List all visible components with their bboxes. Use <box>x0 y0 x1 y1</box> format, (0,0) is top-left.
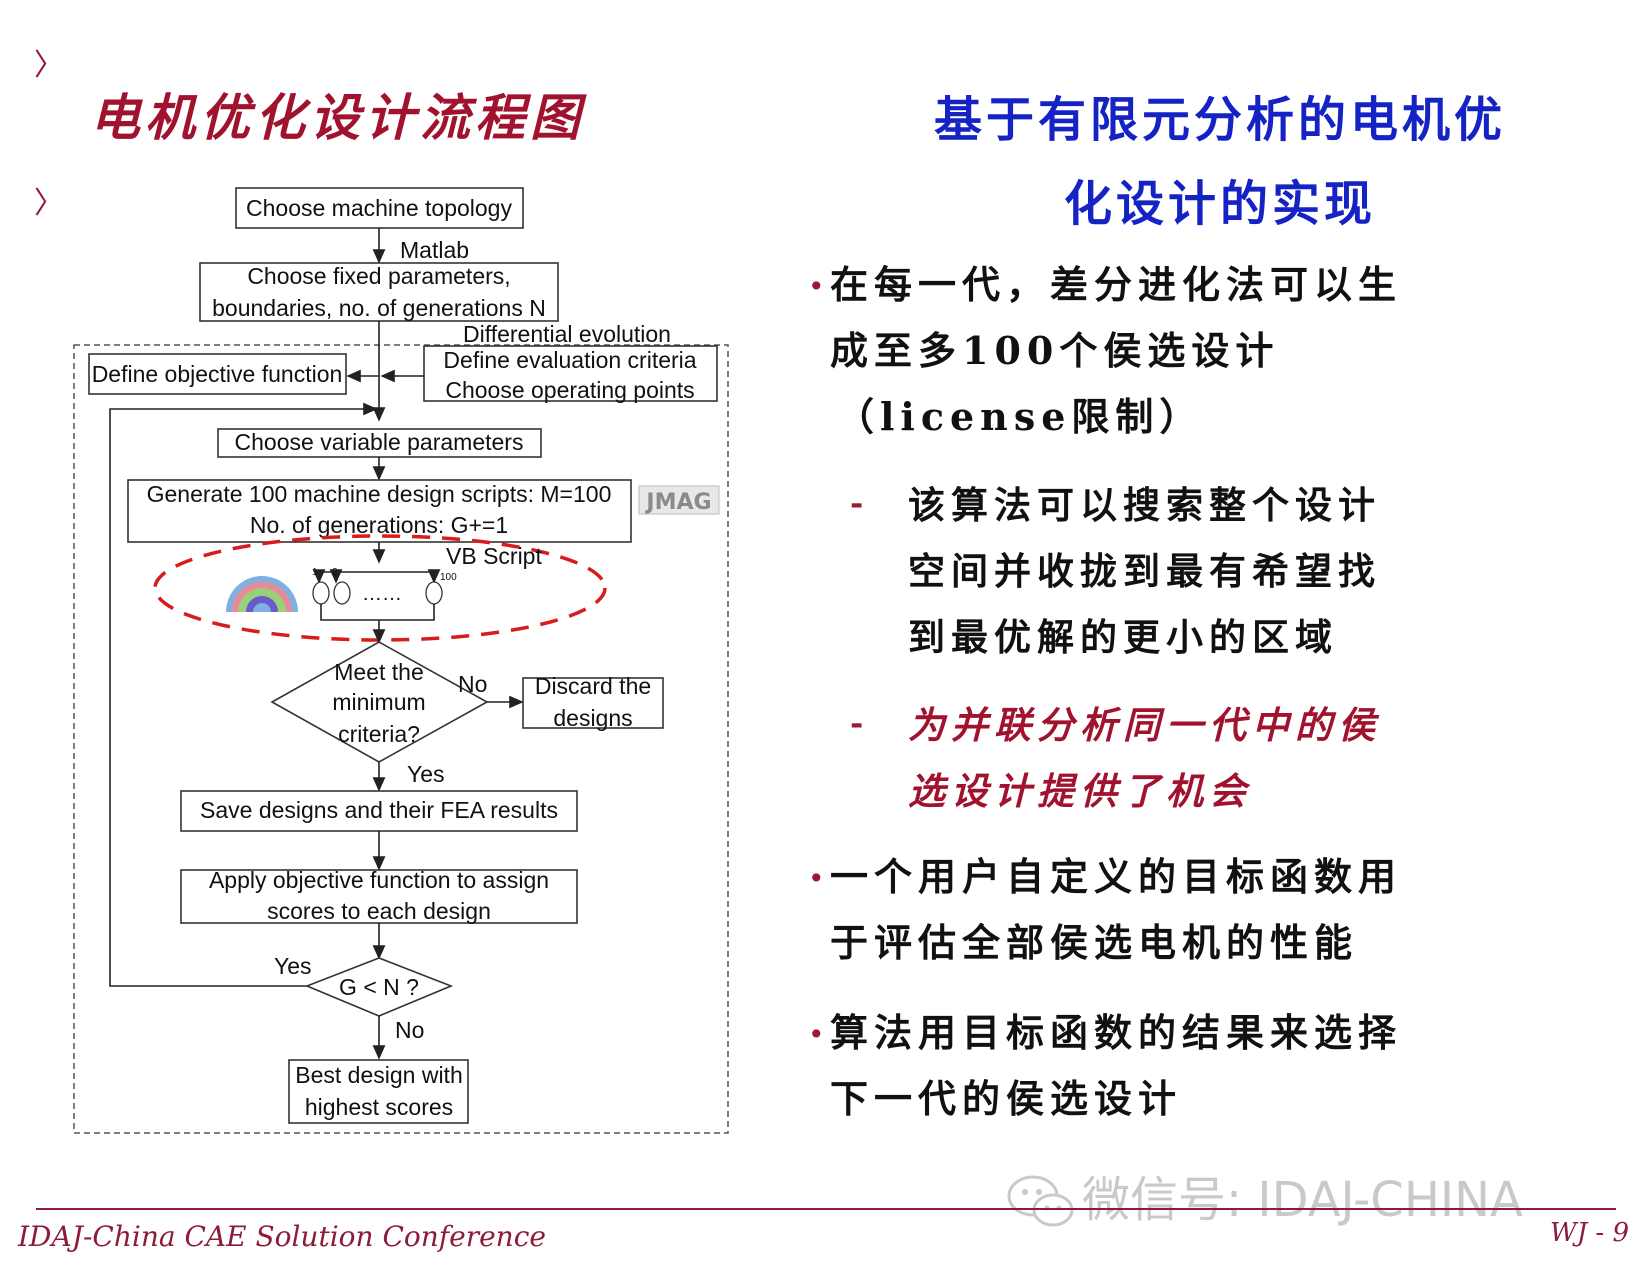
decision-line-1: Meet the <box>334 659 424 685</box>
discard-line-2: designs <box>553 705 632 731</box>
apply-objective-line-1: Apply objective function to assign <box>209 867 549 893</box>
sub-1-marker: - <box>850 484 864 522</box>
bullet-3-line-2: 下一代的侯选设计 <box>830 1076 1183 1121</box>
save-results-box <box>180 790 578 832</box>
optimization-loop-frame <box>73 344 729 1134</box>
variable-parameters-label: Choose variable parameters <box>235 429 524 455</box>
apply-objective-line-2: scores to each design <box>267 898 491 924</box>
right-title-line-2: 化设计的实现 <box>1063 176 1376 232</box>
sub-1-line-1: 该算法可以搜索整个设计 <box>908 483 1381 527</box>
sub-2-text: 为并联分析同一代中的侯 选设计提供了机会 <box>908 692 1381 824</box>
script-1-label: 1 <box>312 567 318 578</box>
script-1-node <box>312 581 330 605</box>
decision-line-2: minimum <box>332 689 425 715</box>
fixed-parameters-box <box>199 262 559 322</box>
matlab-label: Matlab <box>400 237 469 263</box>
motor-cross-section-icon <box>226 576 298 612</box>
jmag-logo-text: JMAG <box>644 490 711 515</box>
best-design-line-1: Best design with <box>295 1062 462 1088</box>
script-100-label: 100 <box>440 572 457 583</box>
discard-designs-box <box>522 677 664 729</box>
sub-1-text: 该算法可以搜索整个设计 空间并收拢到最有希望找 到最优解的更小的区域 <box>908 472 1381 670</box>
topology-label: Choose machine topology <box>246 195 512 221</box>
footer-page-number: WJ - 9 <box>1549 1218 1629 1248</box>
optimization-flowchart: Choose machine topology Matlab Choose fi… <box>73 187 729 1134</box>
loop-yes-label: Yes <box>274 953 312 979</box>
bullet-1-marker: • <box>808 270 825 303</box>
discard-line-1: Discard the <box>535 673 651 699</box>
footer-divider <box>36 1208 1616 1210</box>
objective-function-label: Define objective function <box>92 361 343 387</box>
bullet-3-marker: • <box>808 1018 825 1051</box>
loop-no-label: No <box>395 1017 424 1043</box>
save-results-label: Save designs and their FEA results <box>200 797 558 823</box>
right-slide-title: 基于有限元分析的电机优 化设计的实现 <box>820 78 1620 246</box>
generate-scripts-box <box>127 479 632 543</box>
jmag-logo <box>638 485 720 515</box>
watermark-text: 微信号: IDAJ-CHINA <box>1082 1172 1523 1228</box>
generate-scripts-line-1: Generate 100 machine design scripts: M=1… <box>147 481 612 507</box>
corner-mark-middle: 〉 <box>34 186 64 221</box>
left-slide-title: 电机优化设计流程图 <box>90 88 585 147</box>
wechat-icon <box>1007 1175 1074 1227</box>
topology-box <box>235 187 524 229</box>
right-title-line-1: 基于有限元分析的电机优 <box>933 92 1506 148</box>
evaluation-criteria-box <box>423 345 718 402</box>
evaluation-criteria-line-1: Define evaluation criteria <box>443 347 696 373</box>
sub-1-line-3: 到最优解的更小的区域 <box>908 615 1338 659</box>
bullet-1-line-1: 在每一代，差分进化法可以生 <box>830 262 1403 307</box>
footer-conference-name: IDAJ-China CAE Solution Conference <box>18 1220 546 1253</box>
apply-objective-box <box>180 869 578 924</box>
fixed-parameters-line-1: Choose fixed parameters, <box>247 263 510 289</box>
bullet-1-text: 在每一代，差分进化法可以生 成至多100个侯选设计 （license限制） <box>830 252 1402 450</box>
vb-script-label: VB Script <box>446 543 542 569</box>
best-design-box <box>288 1059 469 1124</box>
sub-1-line-2: 空间并收拢到最有希望找 <box>908 549 1381 593</box>
generation-check-label: G < N ? <box>339 974 419 1000</box>
script-ellipsis: …… <box>362 583 402 605</box>
no-branch-label: No <box>458 671 487 697</box>
bullet-3-text: 算法用目标函数的结果来选择 下一代的侯选设计 <box>830 1000 1402 1132</box>
script-2-label: 2 <box>332 567 338 578</box>
bullet-2-text: 一个用户自定义的目标函数用 于评估全部侯选电机的性能 <box>830 844 1402 976</box>
variable-parameters-box <box>217 428 542 458</box>
bullet-3-line-1: 算法用目标函数的结果来选择 <box>830 1010 1403 1055</box>
bullet-1-line-2: 成至多100个侯选设计 <box>830 328 1280 373</box>
sub-2-marker: - <box>850 704 864 742</box>
corner-mark-top: 〉 <box>34 48 64 83</box>
loop-back-arrow <box>109 402 378 987</box>
generate-scripts-line-2: No. of generations: G+=1 <box>250 512 508 538</box>
objective-function-box <box>88 353 347 395</box>
yes-branch-label: Yes <box>407 761 445 787</box>
fixed-parameters-line-2: boundaries, no. of generations N <box>212 295 546 321</box>
script-100-node <box>425 581 443 605</box>
evaluation-criteria-line-2: Choose operating points <box>445 377 694 403</box>
bullet-1-line-3: （license限制） <box>836 394 1204 439</box>
sub-2-line-1: 为并联分析同一代中的侯 <box>908 703 1381 747</box>
differential-evolution-label: Differential evolution <box>463 321 671 347</box>
decision-line-3: criteria? <box>338 721 420 747</box>
parallel-analysis-highlight <box>153 534 607 642</box>
bullet-2-line-2: 于评估全部侯选电机的性能 <box>830 920 1359 965</box>
script-2-node <box>333 581 351 605</box>
bullet-2-line-1: 一个用户自定义的目标函数用 <box>830 854 1403 899</box>
bullet-2-marker: • <box>808 862 825 895</box>
best-design-line-2: highest scores <box>305 1094 453 1120</box>
sub-2-line-2: 选设计提供了机会 <box>908 769 1252 813</box>
